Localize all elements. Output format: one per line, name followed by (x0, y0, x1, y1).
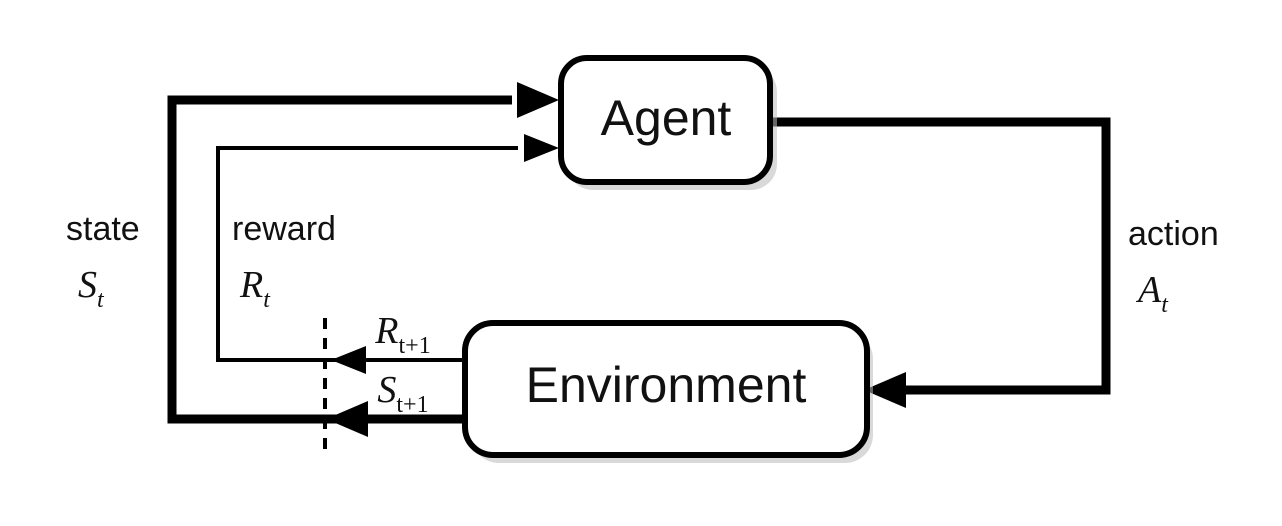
agent-label: Agent (601, 90, 732, 146)
next-state-base: S (377, 369, 396, 411)
action-line (770, 117, 1111, 395)
next-state-subscript: t+1 (396, 392, 428, 418)
next-reward-symbol-label: Rt+1 (374, 310, 430, 359)
next-state-symbol-label: St+1 (377, 369, 428, 418)
edge-reward-feedback (216, 134, 559, 374)
state-symbol-label: St (78, 264, 105, 313)
edge-state-feedback (167, 82, 559, 437)
state-feedback-line (167, 95, 512, 424)
action-word-label: action (1128, 215, 1219, 253)
label-next-reward: Rt+1 (374, 310, 430, 359)
state-arrowhead-agent (517, 82, 559, 118)
agent-box[interactable] (558, 55, 773, 185)
action-symbol-label: At (1135, 269, 1169, 318)
label-reward: reward Rt (232, 210, 336, 313)
edge-action-output (770, 117, 1111, 408)
label-state: state St (66, 210, 140, 313)
reward-arrowhead-agent (524, 134, 559, 162)
reward-word-label: reward (232, 210, 336, 248)
label-next-state: St+1 (377, 369, 428, 418)
next-reward-subscript: t+1 (399, 333, 431, 359)
node-environment[interactable]: Environment (462, 320, 873, 463)
environment-label: Environment (526, 357, 807, 413)
environment-box[interactable] (462, 320, 870, 458)
reward-arrowhead-left (331, 346, 366, 374)
state-arrowhead-left (326, 401, 368, 437)
action-symbol-base: A (1135, 269, 1162, 311)
reward-symbol-label: Rt (239, 264, 271, 313)
action-symbol-subscript: t (1161, 292, 1169, 318)
next-reward-base: R (374, 310, 398, 352)
reward-symbol-base: R (239, 264, 263, 306)
action-arrowhead-environment (864, 372, 906, 408)
state-symbol-subscript: t (97, 287, 105, 313)
state-symbol-base: S (78, 264, 97, 306)
node-agent[interactable]: Agent (558, 55, 777, 190)
state-word-label: state (66, 210, 140, 248)
reward-symbol-subscript: t (263, 287, 271, 313)
label-action: action At (1128, 215, 1219, 318)
